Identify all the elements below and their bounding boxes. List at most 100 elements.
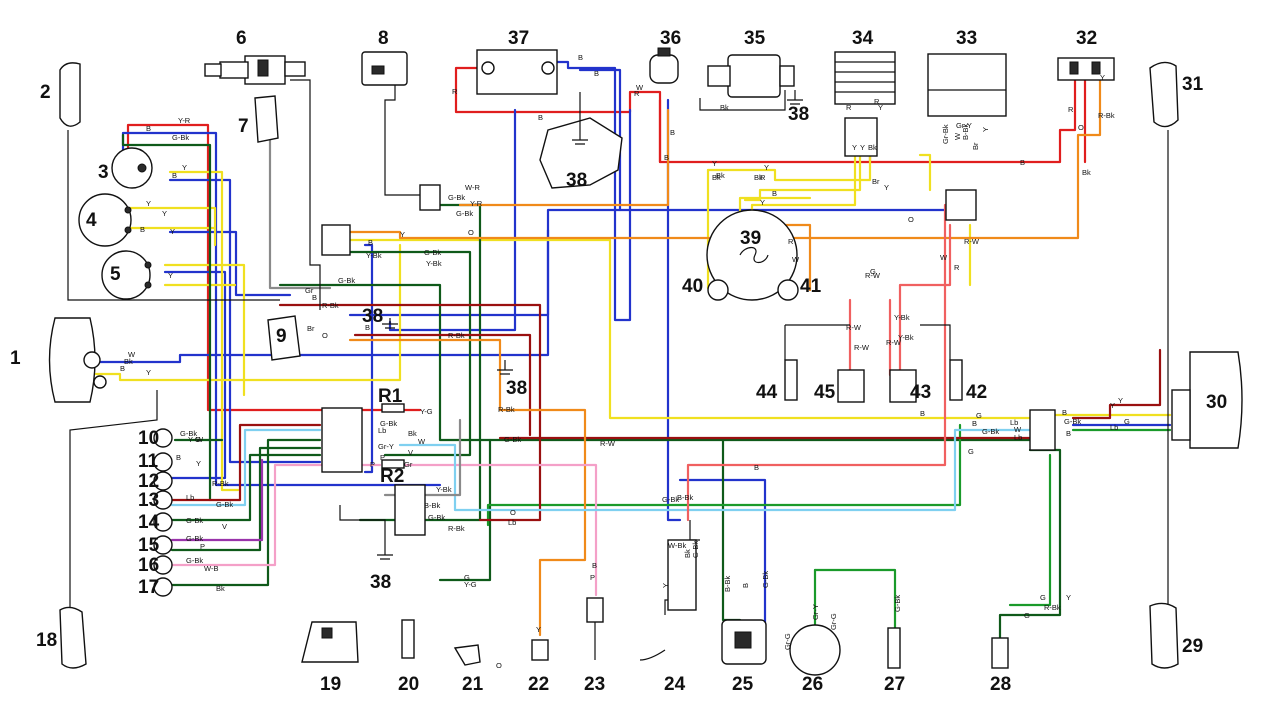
- wire-label: G-Bk: [186, 534, 203, 543]
- wire-label: Y-Bk: [366, 251, 382, 260]
- wire-label: G: [968, 447, 974, 456]
- resistor-r1: [381, 403, 405, 413]
- wire-label: Y: [1118, 396, 1123, 405]
- wire-label: B: [920, 409, 925, 418]
- wire-label: G-Bk: [424, 248, 441, 257]
- wire-label: V: [222, 522, 227, 531]
- wire-label: B: [578, 53, 583, 62]
- wire-label: Bk: [754, 173, 763, 182]
- wire-label: G-Bk: [216, 500, 233, 509]
- wire-label: Y: [536, 625, 541, 634]
- wire-label: G-Bk: [893, 595, 902, 612]
- wire-label: W: [940, 253, 948, 262]
- front-left-turn-signal: [59, 62, 81, 127]
- wire-label: G: [1024, 611, 1030, 620]
- wire-label: Gr-Y: [956, 121, 972, 130]
- wire-label: Bk: [720, 103, 729, 112]
- component-number: 5: [110, 264, 121, 285]
- wire-label: G-Bk: [186, 556, 203, 565]
- wire-label: P: [590, 573, 595, 582]
- component-number: 29: [1182, 636, 1203, 657]
- wire-label: G-Bk: [172, 133, 189, 142]
- resistor-r2: [381, 459, 405, 469]
- wire-label: B: [1066, 429, 1071, 438]
- wire-label: B-Bk: [961, 123, 970, 140]
- resistor-label: R2: [380, 466, 404, 487]
- wire-label: G-Bk: [1064, 417, 1081, 426]
- wire-label: O: [496, 661, 502, 670]
- component-number: 25: [732, 674, 754, 695]
- wire-label: Gr-G: [829, 613, 838, 630]
- neutral-indicator: [267, 315, 301, 361]
- wire-label: W: [128, 350, 136, 359]
- wire-label: Y: [712, 159, 717, 168]
- component-number: 24: [664, 674, 686, 695]
- starter-relay: [649, 47, 679, 84]
- ground-symbols: [377, 90, 803, 560]
- wire-label: Gr-G: [783, 633, 792, 650]
- wire-label: Gr-Bk: [941, 124, 950, 144]
- wire-label: Y: [764, 163, 769, 172]
- wire-label: W: [418, 437, 426, 446]
- oil-pressure-sensor: [401, 619, 415, 659]
- wire-label: Bk: [124, 357, 133, 366]
- wire-label: G-Bk: [180, 429, 197, 438]
- wire-label: O: [322, 331, 328, 340]
- wire-label: G: [870, 267, 876, 276]
- wire-label: Y: [760, 198, 765, 207]
- battery: [476, 49, 558, 95]
- wire-label: B: [754, 463, 759, 472]
- alternator: [706, 209, 799, 301]
- component-number: 23: [584, 674, 605, 695]
- wire-label: G-Bk: [504, 435, 521, 444]
- component-number: 6: [236, 28, 247, 49]
- wire-label: Bk: [1082, 168, 1091, 177]
- wire-label: Br: [971, 142, 980, 150]
- wire-label: Lb: [378, 426, 386, 435]
- component-numbers: 1 2 3 4 5 6 7 8 9 10 11 12 13 14 15 16 1…: [10, 28, 1227, 695]
- wire-label: B: [664, 153, 669, 162]
- component-number: 37: [508, 28, 529, 49]
- wire-label: Y: [852, 143, 857, 152]
- wire-label: Br: [872, 177, 880, 186]
- wire-label: G-Bk: [691, 541, 700, 558]
- wire-label: B: [972, 419, 977, 428]
- wire-label: Y: [146, 199, 151, 208]
- wire-label: Lb: [508, 518, 516, 527]
- component-number: 12: [138, 471, 159, 492]
- wire-label: R: [954, 263, 960, 272]
- wire-label: O: [468, 228, 474, 237]
- wire-label: G-Bk: [186, 516, 203, 525]
- component-number: 10: [138, 428, 159, 449]
- gear-position-sensor: [887, 627, 901, 669]
- wire-label: G-Bk: [662, 495, 679, 504]
- engine-ground: [539, 117, 623, 189]
- wire-label: G-Bk: [380, 419, 397, 428]
- wire-label: Y: [182, 163, 187, 172]
- ignition-coil-left: [785, 324, 865, 403]
- wire-label: Y: [981, 127, 990, 132]
- wire-label: O: [1078, 123, 1084, 132]
- component-number: 27: [884, 674, 905, 695]
- resistor-label: R1: [378, 386, 403, 407]
- component-number: 41: [800, 276, 822, 297]
- wire-label: B: [1062, 408, 1067, 417]
- wire-label: B: [140, 225, 145, 234]
- wire-label: R: [452, 87, 458, 96]
- wire-label: W: [953, 132, 962, 140]
- wire-label: Y-G: [188, 435, 201, 444]
- spark-plug-left: [784, 359, 798, 401]
- taillight: [1171, 351, 1243, 449]
- component-number: 38: [788, 104, 809, 125]
- component-number: 8: [378, 28, 389, 49]
- wire-label: P: [380, 453, 385, 462]
- wire-label: Lb: [186, 493, 194, 502]
- wire-label: B: [365, 323, 370, 332]
- indicator-lamps: [153, 428, 173, 597]
- component-number: 19: [320, 674, 341, 695]
- component-number: 2: [40, 82, 51, 103]
- wire-label: B: [172, 171, 177, 180]
- wire-label: Y-G: [420, 407, 433, 416]
- wire-label: R-W: [854, 343, 870, 352]
- wire-label: B: [670, 128, 675, 137]
